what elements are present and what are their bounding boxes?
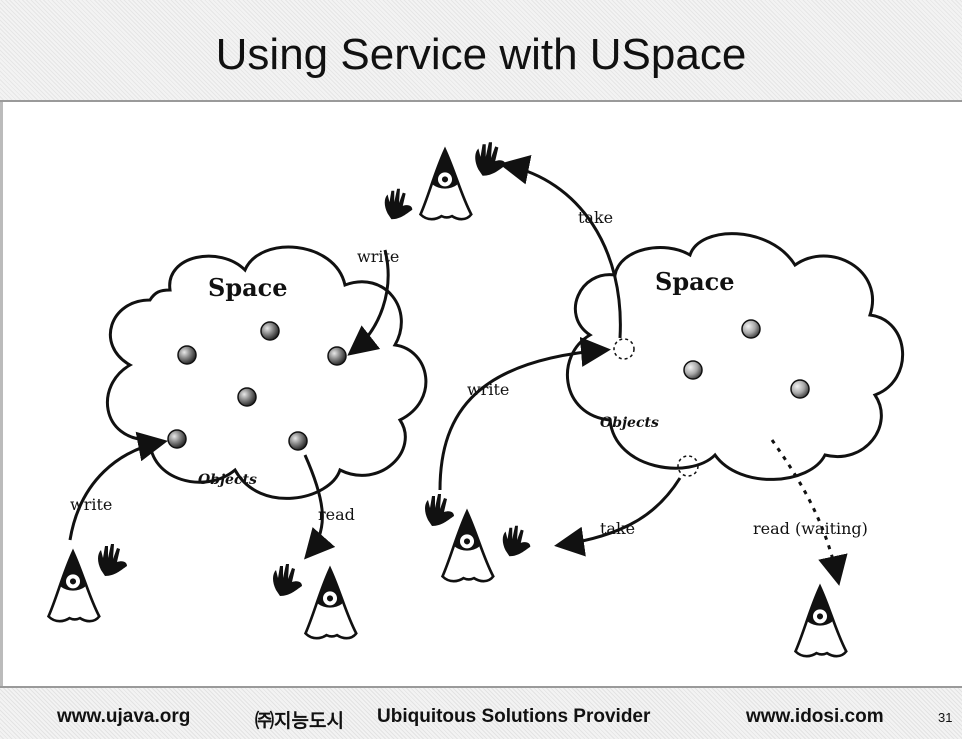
empty-slot: [613, 338, 635, 360]
object-ball: [167, 429, 187, 449]
object-ball: [741, 319, 761, 339]
objects-label-left: Objects: [198, 472, 257, 488]
duke-mascot-taker: [440, 510, 495, 583]
footer-left-url[interactable]: www.ujava.org: [57, 706, 191, 727]
slide-title: Using Service with USpace: [215, 30, 747, 79]
duke-mascot-reader: [303, 567, 358, 640]
arrow-write-top: [347, 249, 390, 356]
left-border: [0, 102, 3, 686]
footer-tagline: Ubiquitous Solutions Provider: [377, 706, 651, 727]
duke-mascot-top: [418, 148, 473, 221]
space-cloud-right: [566, 232, 904, 481]
edge-label-read-waiting: read (waiting): [753, 519, 868, 538]
hand-icon: [384, 188, 413, 220]
edge-label-write: write: [467, 380, 509, 399]
footer-right-url[interactable]: www.idosi.com: [746, 706, 884, 727]
arrow-read-waiting: [770, 439, 848, 586]
object-ball: [790, 379, 810, 399]
edge-label-take: take: [600, 519, 635, 538]
arrow-read-bottom-left: [303, 454, 336, 560]
space-cloud-left: [106, 245, 428, 500]
duke-mascot-waiting: [793, 585, 848, 658]
arrow-write-bottom-left: [68, 431, 168, 541]
hand-icon: [502, 525, 531, 557]
object-ball: [683, 360, 703, 380]
object-ball: [260, 321, 280, 341]
title-divider: [0, 100, 962, 102]
objects-label-right: Objects: [600, 415, 659, 431]
arrow-take-bottom-right: [554, 477, 682, 557]
arrow-write-middle: [438, 336, 611, 491]
hand-icon: [98, 544, 127, 576]
edge-label-write: write: [357, 247, 399, 266]
edge-label-write: write: [70, 495, 112, 514]
duke-mascot-bottom-left: [46, 550, 101, 623]
space-label-right: Space: [655, 267, 735, 296]
empty-slot: [677, 455, 699, 477]
title-bar: [0, 0, 962, 100]
edge-label-read: read: [318, 505, 355, 524]
hand-icon: [425, 494, 454, 526]
object-ball: [237, 387, 257, 407]
object-ball: [288, 431, 308, 451]
page-number: 31: [938, 710, 953, 725]
hand-icon: [273, 564, 302, 596]
object-ball: [327, 346, 347, 366]
hand-icon: [475, 142, 506, 176]
object-ball: [177, 345, 197, 365]
footer-bar: www.ujava.org ㈜지능도시 Ubiquitous Solutions…: [0, 686, 962, 739]
footer-brand: ㈜지능도시: [255, 711, 344, 732]
edge-label-take: take: [578, 208, 613, 227]
arrow-take-top: [499, 155, 622, 339]
space-label-left: Space: [208, 273, 288, 302]
